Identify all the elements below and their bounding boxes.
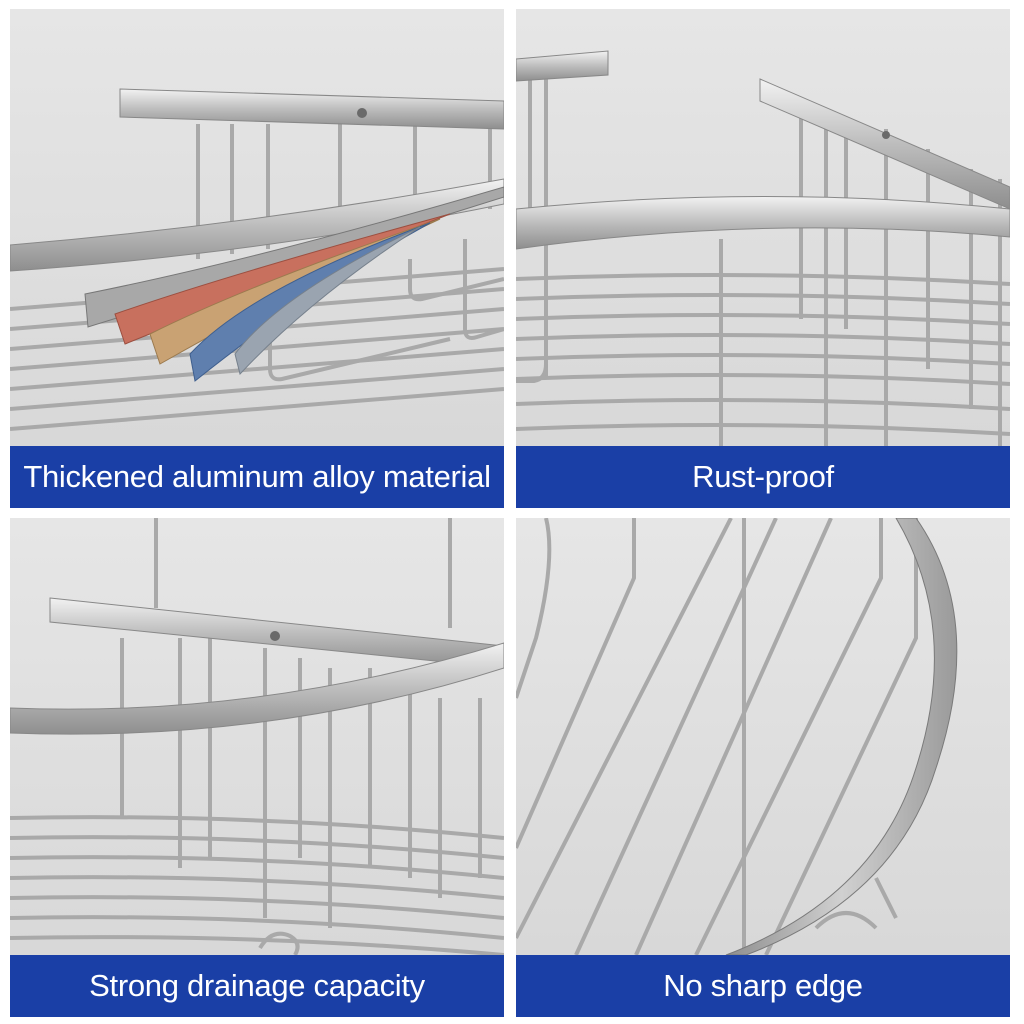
caption-bar: Rust-proof bbox=[516, 446, 1010, 508]
basket-bottom-illustration bbox=[10, 518, 504, 955]
panel-rust-proof: Rust-proof bbox=[516, 9, 1010, 508]
caption-thickened-material: Thickened aluminum alloy material bbox=[23, 459, 491, 494]
caption-drainage: Strong drainage capacity bbox=[89, 968, 425, 1003]
rounded-rim-illustration bbox=[516, 518, 958, 955]
caption-bar: Thickened aluminum alloy material bbox=[10, 446, 504, 508]
panel-drainage: Strong drainage capacity bbox=[10, 518, 504, 1017]
caption-rust-proof: Rust-proof bbox=[692, 459, 834, 494]
caption-bar: Strong drainage capacity bbox=[10, 955, 504, 1017]
panel-thickened-material: Thickened aluminum alloy material bbox=[10, 9, 504, 508]
caption-bar: No sharp edge bbox=[516, 955, 1010, 1017]
panel-no-sharp-edge: No sharp edge bbox=[516, 518, 1010, 1017]
aluminum-layers-illustration bbox=[10, 88, 504, 431]
corner-basket-illustration bbox=[516, 50, 1010, 446]
caption-no-sharp-edge: No sharp edge bbox=[663, 968, 863, 1003]
